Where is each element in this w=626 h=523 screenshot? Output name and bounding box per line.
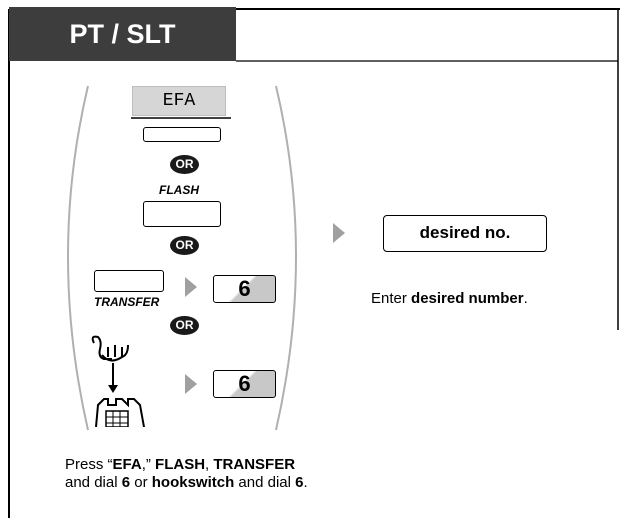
or-badge: OR [170, 236, 199, 255]
instruction-line-2: and dial 6 or hookswitch and dial 6. [65, 474, 308, 491]
arrow-right-icon [333, 223, 345, 243]
arrow-right-icon [185, 277, 197, 297]
instruction-line-1: Press “EFA,” FLASH, TRANSFER [65, 456, 296, 473]
header-title: PT / SLT [9, 7, 236, 61]
dial-6-key[interactable]: 6 [213, 275, 276, 303]
or-badge: OR [170, 155, 199, 174]
desired-number-key[interactable]: desired no. [383, 215, 547, 252]
hookswitch-icon [91, 335, 145, 427]
flexible-button[interactable] [143, 127, 221, 142]
efa-key[interactable]: EFA [132, 86, 226, 116]
or-badge: OR [170, 316, 199, 335]
transfer-label: TRANSFER [94, 295, 160, 309]
dial-6-label: 6 [238, 276, 251, 301]
arrow-right-icon [185, 374, 197, 394]
flash-label: FLASH [159, 183, 199, 197]
transfer-button[interactable] [94, 270, 164, 292]
right-paren [275, 85, 297, 431]
dial-6-label: 6 [238, 371, 251, 396]
flash-button[interactable] [143, 201, 221, 227]
enter-desired-number-text: Enter desired number. [371, 290, 528, 307]
dial-6-key[interactable]: 6 [213, 370, 276, 398]
left-paren [67, 85, 89, 431]
